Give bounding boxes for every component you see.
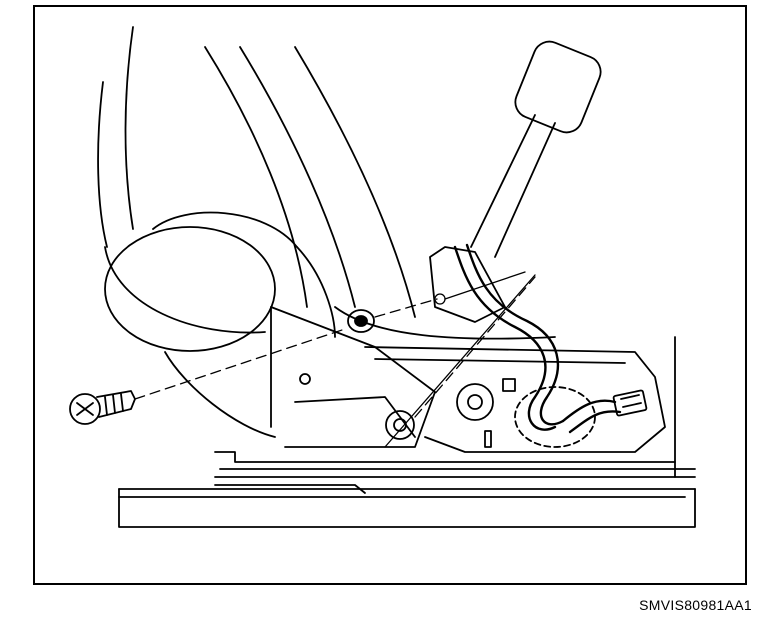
recline-lever xyxy=(429,40,602,323)
bolt-icon xyxy=(69,390,136,425)
connector-icon xyxy=(612,389,648,417)
figure-code: SMVIS80981AA1 xyxy=(639,597,752,613)
seatback-outline xyxy=(97,26,556,340)
seat-recliner-diagram xyxy=(69,26,696,528)
pivot-washer xyxy=(385,410,415,440)
wire-harness xyxy=(453,243,622,434)
washer-icon xyxy=(347,309,375,333)
seat-rails xyxy=(118,336,696,528)
diagram-frame xyxy=(33,5,747,585)
bracket-hole xyxy=(299,373,311,385)
recliner-bracket xyxy=(270,306,436,448)
assembly-lines xyxy=(134,276,536,418)
lever-knob xyxy=(514,40,602,134)
pointer-lines xyxy=(384,271,536,448)
recliner-cover xyxy=(104,211,336,438)
cover-boss xyxy=(456,383,494,421)
lower-cover xyxy=(364,346,666,453)
mount-hole xyxy=(434,293,446,305)
